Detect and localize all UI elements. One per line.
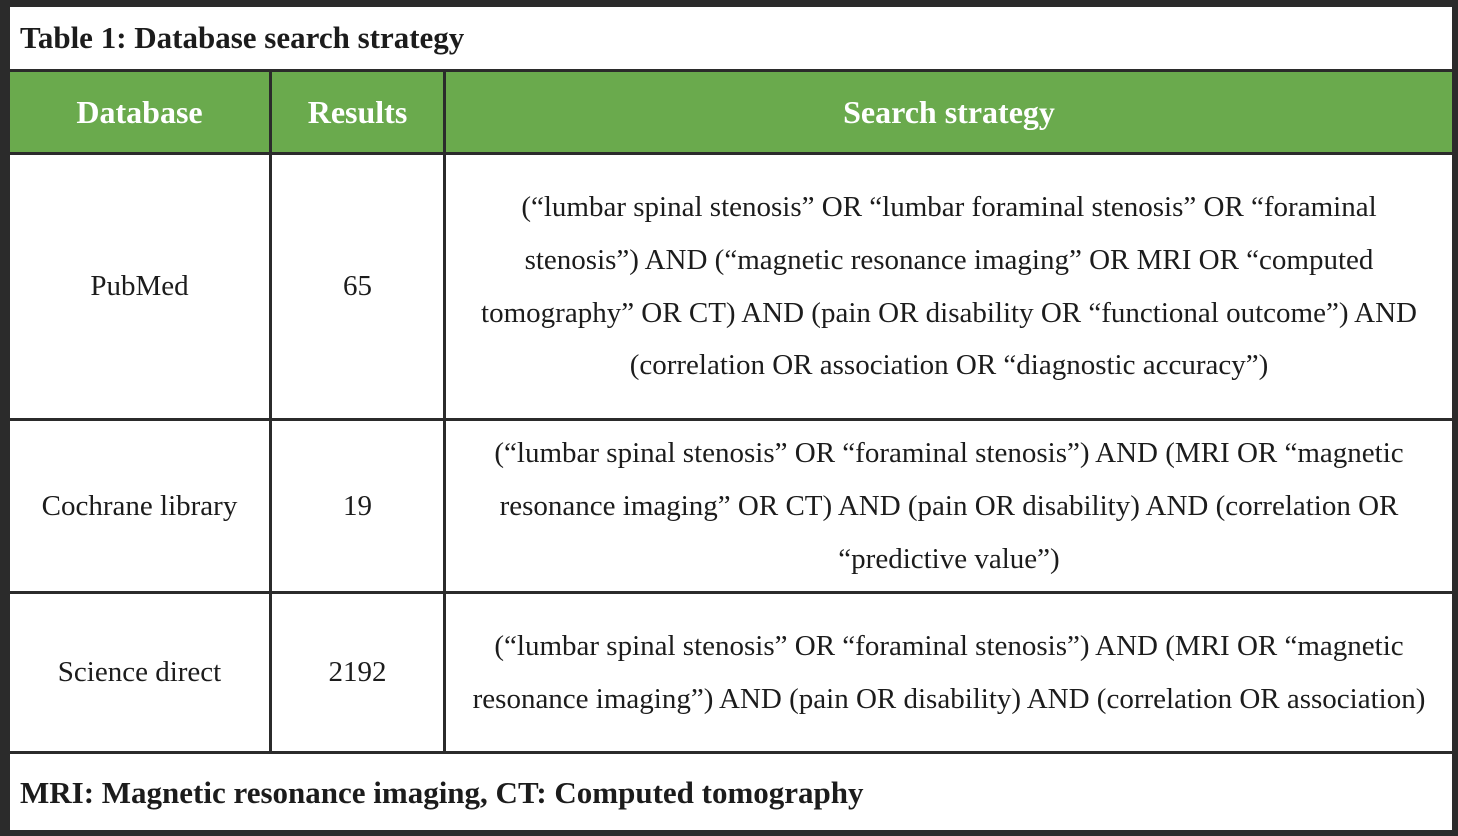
table-header-row: Database Results Search strategy (7, 69, 1455, 155)
search-strategy-text: (“lumbar spinal stenosis” OR “lumbar for… (443, 152, 1455, 421)
search-strategy-text: (“lumbar spinal stenosis” OR “foraminal … (443, 417, 1455, 595)
results-count: 65 (269, 152, 446, 421)
column-header-database: Database (7, 69, 272, 155)
results-count: 2192 (269, 591, 446, 755)
database-name: Science direct (7, 591, 272, 755)
database-name: PubMed (7, 152, 272, 421)
results-count: 19 (269, 417, 446, 595)
search-strategy-text: (“lumbar spinal stenosis” OR “foraminal … (443, 591, 1455, 755)
table-row-cochrane-library: Cochrane library 19 (“lumbar spinal sten… (7, 417, 1455, 595)
table-row-science-direct: Science direct 2192 (“lumbar spinal sten… (7, 591, 1455, 755)
database-search-strategy-table: Table 1: Database search strategy Databa… (7, 4, 1455, 836)
database-name: Cochrane library (7, 417, 272, 595)
table-title-row: Table 1: Database search strategy (7, 4, 1455, 72)
table-title: Table 1: Database search strategy (7, 4, 1455, 72)
column-header-search-strategy: Search strategy (443, 69, 1455, 155)
abbreviations-footnote: MRI: Magnetic resonance imaging, CT: Com… (7, 751, 1455, 836)
table-row-pubmed: PubMed 65 (“lumbar spinal stenosis” OR “… (7, 152, 1455, 421)
column-header-results: Results (269, 69, 446, 155)
table-footnote-row: MRI: Magnetic resonance imaging, CT: Com… (7, 751, 1455, 836)
